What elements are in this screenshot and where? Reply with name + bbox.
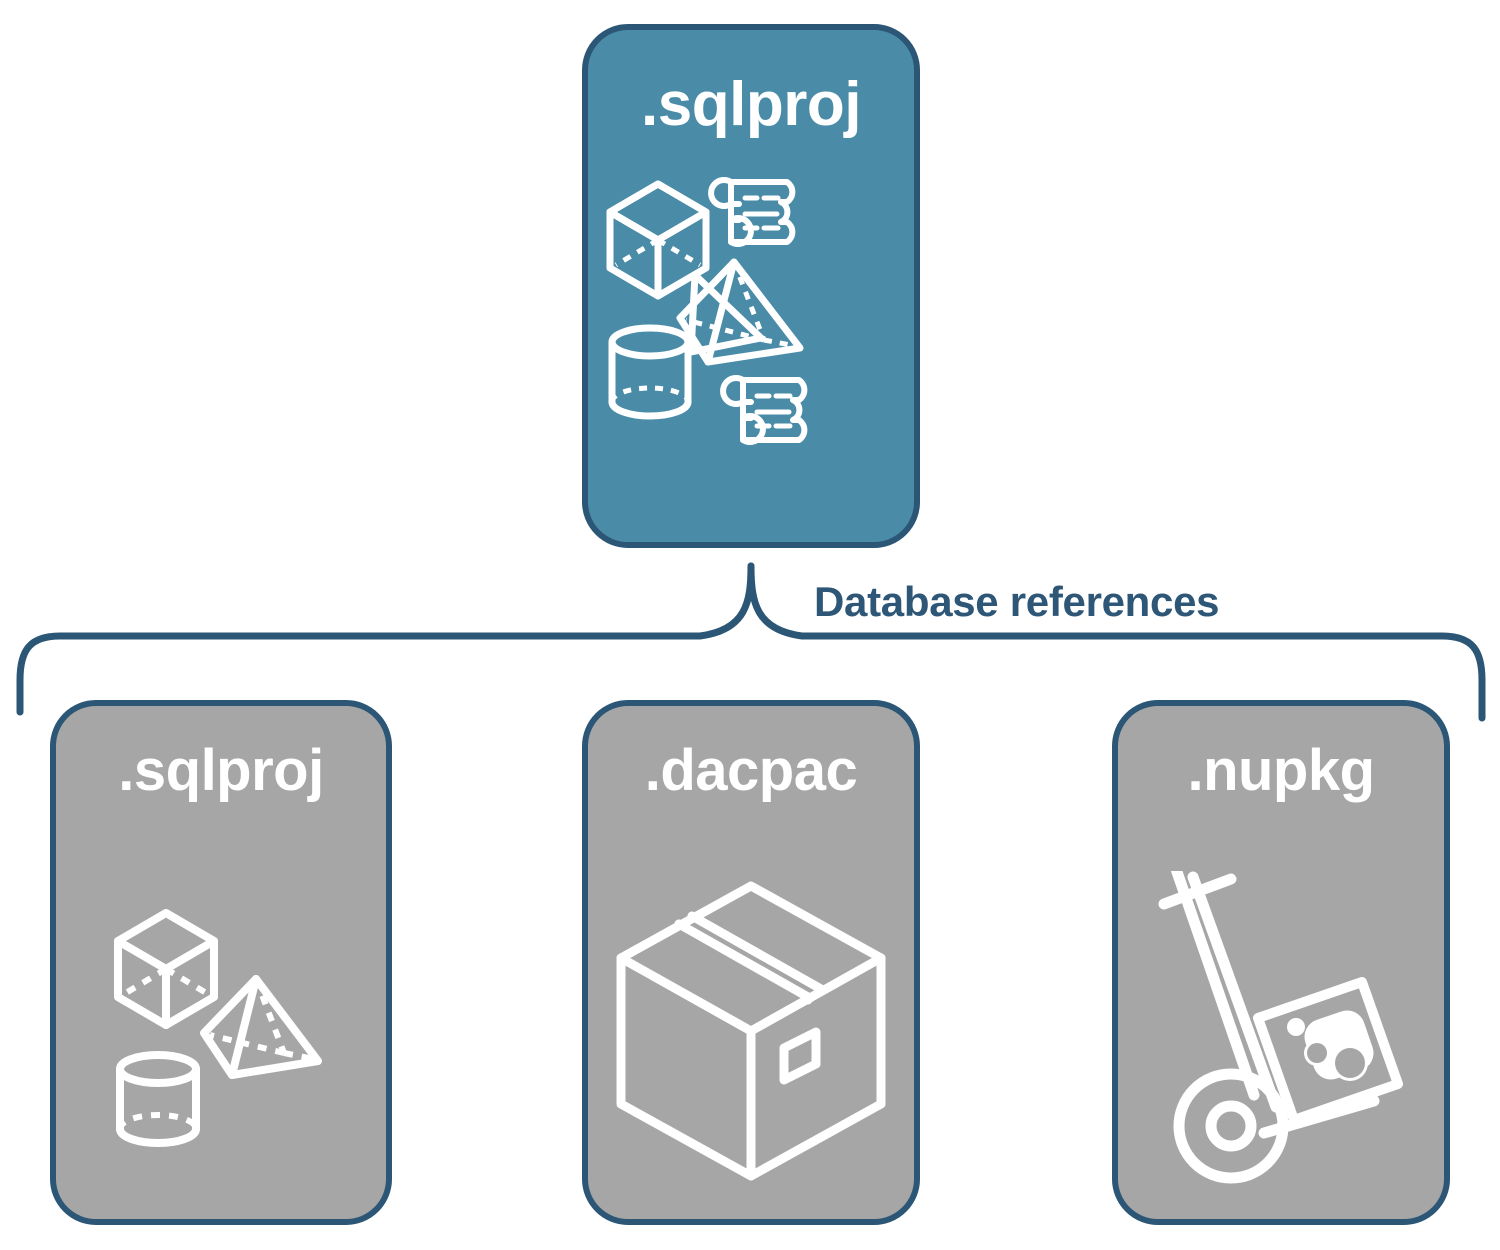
node-child-sqlproj[interactable]: .sqlproj (50, 700, 392, 1225)
scroll-icon (708, 177, 796, 247)
node-root-sqlproj[interactable]: .sqlproj (582, 24, 920, 548)
cylinder-hidden-edge-icon (117, 1112, 199, 1130)
root-icon-group (588, 170, 914, 460)
shapes-and-scrolls-icon (606, 177, 808, 445)
shapes-icon (114, 909, 322, 1147)
cylinder-icon (608, 324, 692, 420)
nuget-package-icon (1253, 977, 1403, 1125)
nuget-logo-cutouts-icon (1307, 1043, 1365, 1078)
hand-truck-icon (1158, 871, 1403, 1184)
nupkg-icon-group (1118, 841, 1444, 1221)
pyramid-hidden-edges-icon (685, 261, 797, 349)
node-child-dacpac[interactable]: .dacpac (582, 700, 920, 1225)
connector-label: Database references (814, 578, 1220, 625)
pyramid-shape-icon (676, 258, 804, 366)
node-child-nupkg[interactable]: .nupkg (1112, 700, 1450, 1225)
box-label-icon (779, 1027, 821, 1085)
node-child-nupkg-label: .nupkg (1187, 738, 1375, 803)
dacpac-icon-group (588, 841, 914, 1221)
cylinder-hidden-edge-icon (609, 385, 691, 403)
pyramid-icon (687, 271, 765, 356)
package-box-icon (616, 881, 886, 1181)
sqlproj-icon-group (56, 841, 386, 1221)
pyramid-hidden-edges-icon (209, 977, 315, 1062)
node-child-dacpac-label: .dacpac (644, 738, 858, 803)
cylinder-icon (116, 1051, 200, 1147)
wheel-icon (1173, 1068, 1289, 1184)
cube-icon (606, 180, 710, 300)
node-child-sqlproj-label: .sqlproj (118, 738, 324, 803)
cube-hidden-edges-icon (122, 966, 210, 1019)
nuget-logo-icon (1287, 1010, 1374, 1081)
node-root-label: .sqlproj (641, 70, 861, 139)
pyramid-icon (200, 975, 322, 1079)
scroll-icon (720, 375, 808, 445)
